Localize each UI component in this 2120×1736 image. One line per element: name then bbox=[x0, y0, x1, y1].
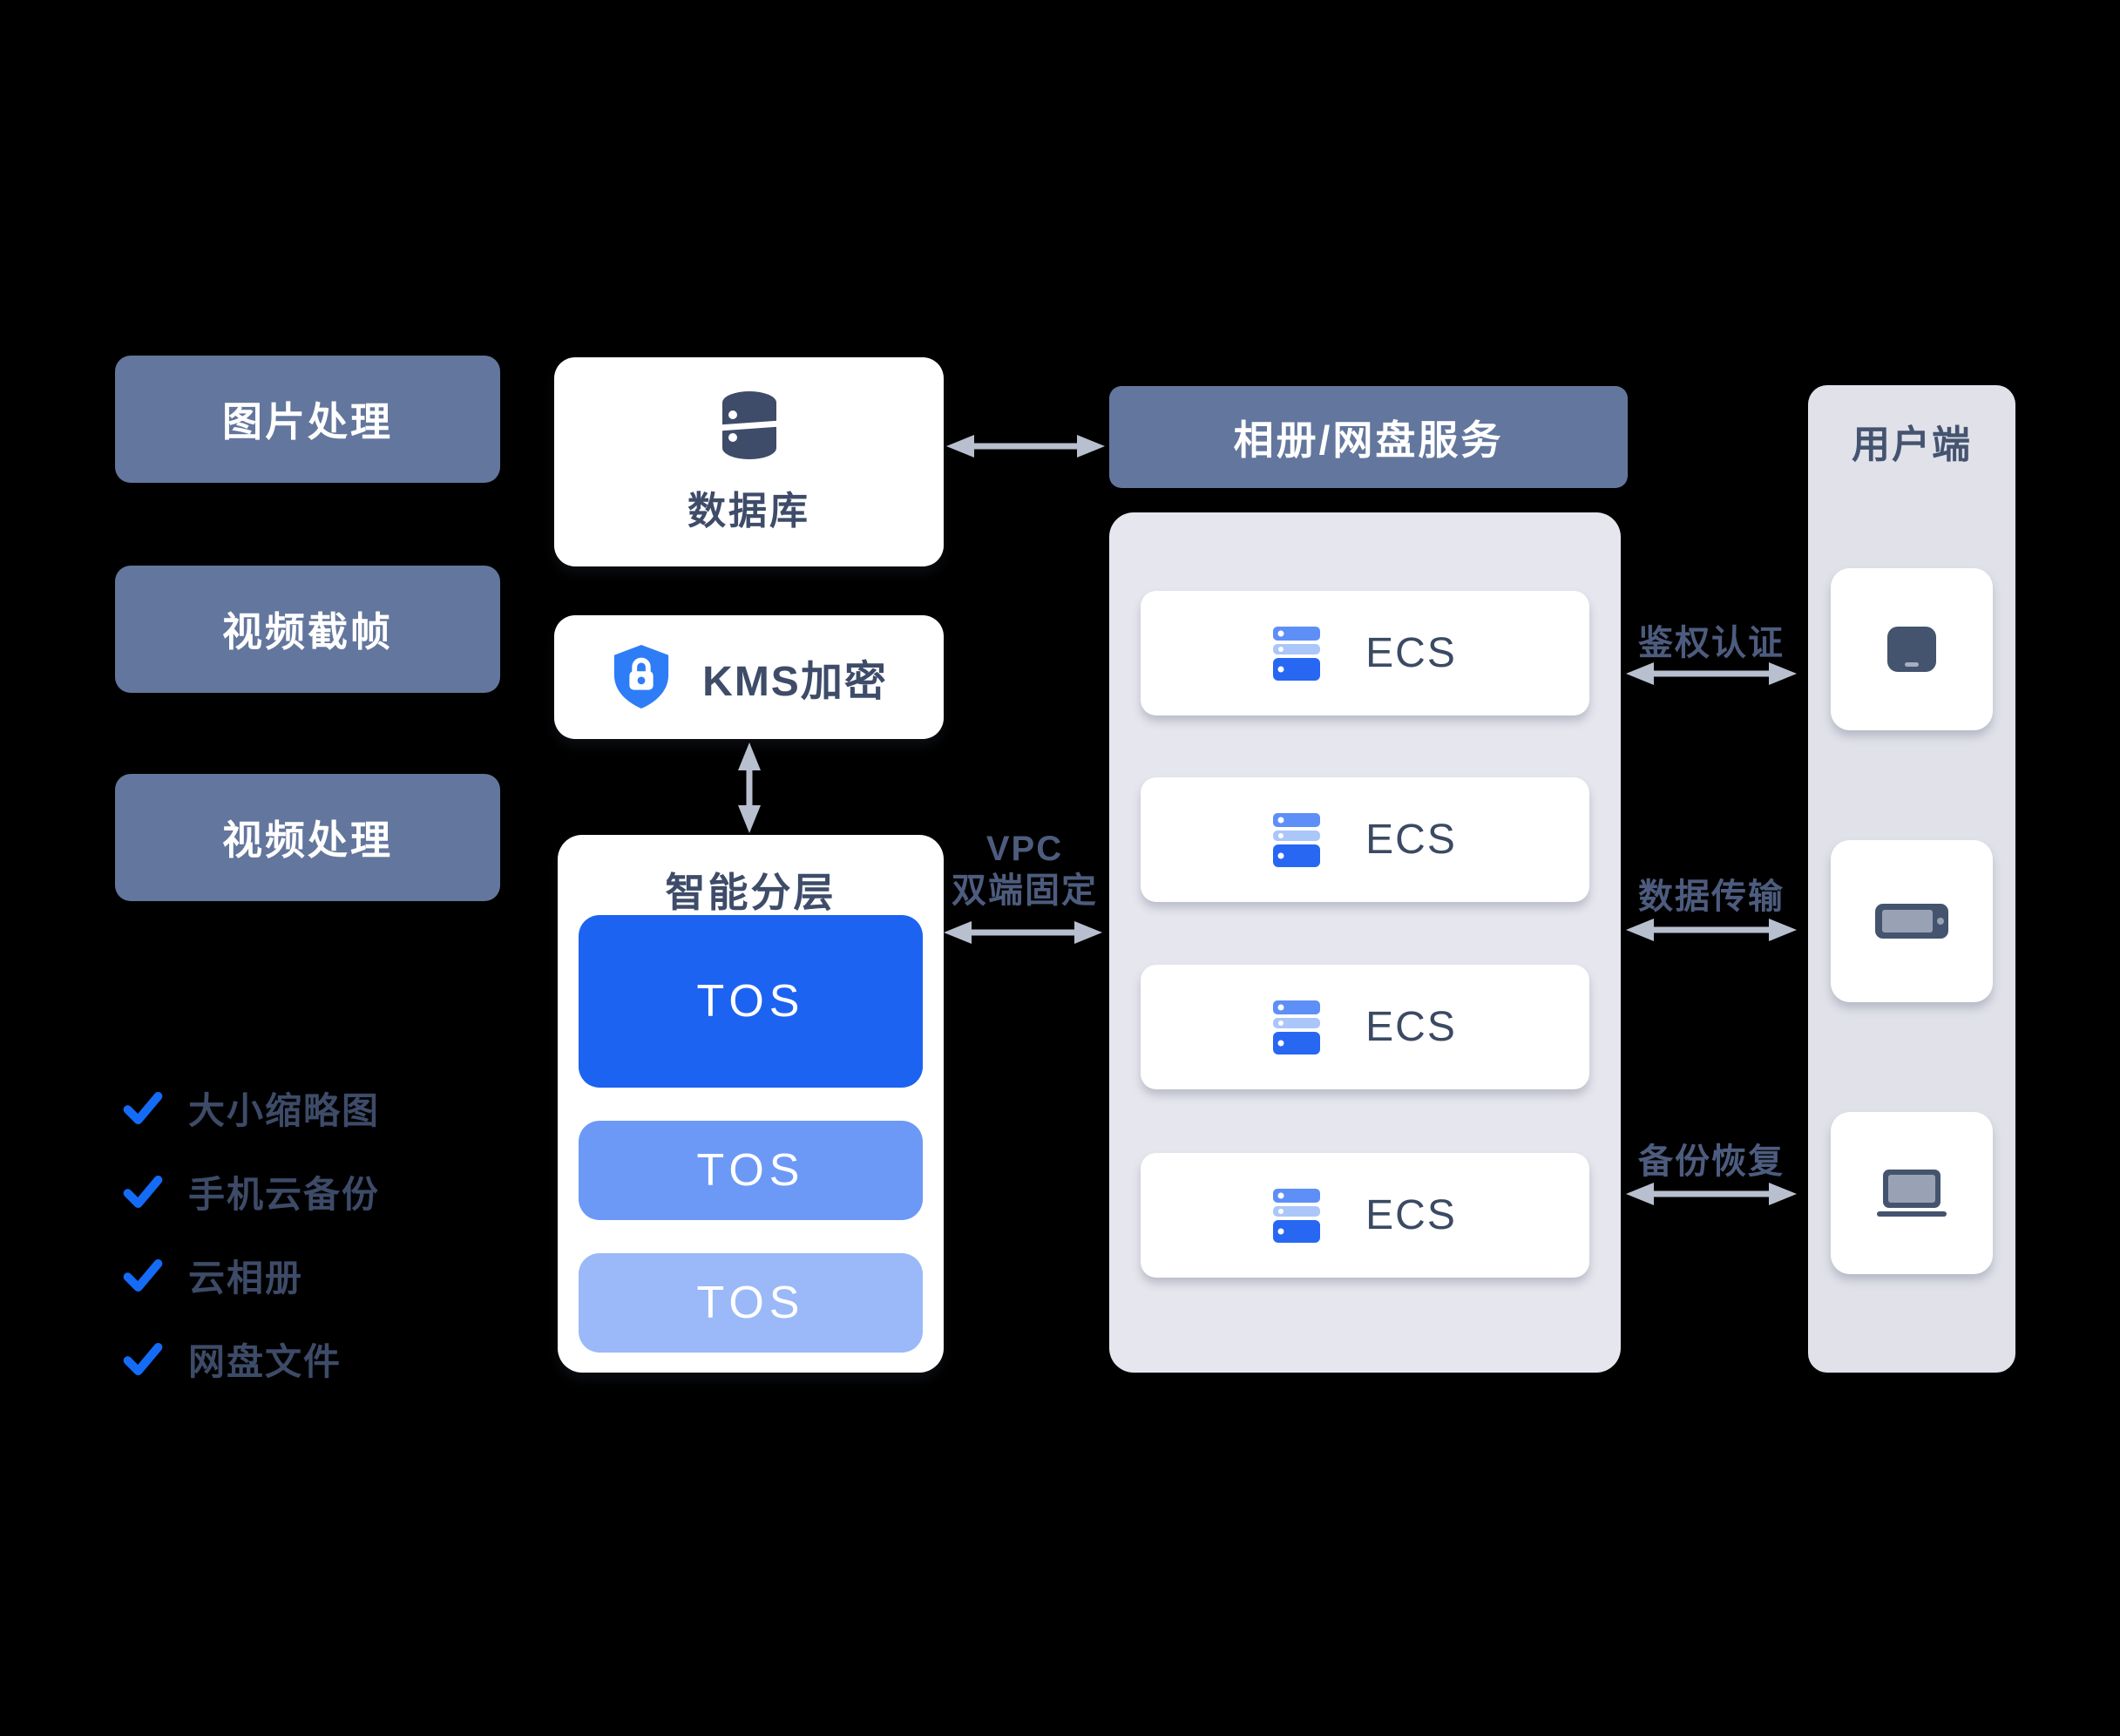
feature-label: 视频截帧 bbox=[222, 609, 393, 654]
device-card-laptop bbox=[1831, 1112, 1993, 1274]
feature-box-video-processing: 视频处理 bbox=[115, 774, 500, 901]
feature-box-video-frame-capture: 视频截帧 bbox=[115, 566, 500, 693]
tos-label: TOS bbox=[696, 976, 805, 1027]
link-label-auth: 鉴权认证 bbox=[1638, 624, 1785, 662]
server-icon bbox=[1273, 812, 1321, 867]
ecs-label: ECS bbox=[1365, 817, 1457, 863]
vpc-label-line2: 双端固定 bbox=[952, 871, 1098, 910]
ecs-label: ECS bbox=[1365, 630, 1457, 676]
arrow-tiering-ecs bbox=[944, 921, 1102, 944]
arrow-ecs-laptop bbox=[1626, 1183, 1797, 1205]
kms-card: KMS加密 bbox=[554, 615, 944, 739]
link-label-data-transfer: 数据传输 bbox=[1638, 878, 1785, 916]
ecs-card-1: ECS bbox=[1141, 591, 1589, 715]
kms-label: KMS加密 bbox=[702, 659, 888, 705]
database-card: 数据库 bbox=[554, 357, 944, 566]
laptop-icon bbox=[1877, 1170, 1947, 1217]
ecs-label: ECS bbox=[1365, 1192, 1457, 1238]
checklist-item-cloud-album: 云相册 bbox=[122, 1251, 303, 1299]
feature-box-image-processing: 图片处理 bbox=[115, 356, 500, 483]
checklist-label: 网盘文件 bbox=[188, 1340, 342, 1382]
checklist-item-thumbnails: 大小缩略图 bbox=[122, 1083, 380, 1132]
checklist-label: 手机云备份 bbox=[188, 1173, 381, 1215]
arrow-database-service bbox=[946, 435, 1105, 458]
link-label-backup-restore: 备份恢复 bbox=[1638, 1143, 1785, 1181]
shield-lock-icon bbox=[614, 645, 669, 709]
ecs-panel: ECS ECS ECS ECS bbox=[1109, 512, 1621, 1373]
service-header-label: 相册/网盘服务 bbox=[1233, 417, 1504, 463]
checklist-item-drive-files: 网盘文件 bbox=[122, 1334, 342, 1383]
service-header: 相册/网盘服务 bbox=[1109, 386, 1628, 488]
arrow-ecs-phone bbox=[1626, 662, 1797, 685]
checklist-label: 云相册 bbox=[188, 1257, 304, 1299]
feature-label: 图片处理 bbox=[222, 399, 393, 444]
server-icon bbox=[1273, 626, 1321, 681]
checklist-item-phone-cloud-backup: 手机云备份 bbox=[122, 1167, 380, 1216]
ecs-card-2: ECS bbox=[1141, 777, 1589, 902]
tiering-title: 智能分层 bbox=[665, 870, 836, 915]
server-icon bbox=[1273, 1000, 1321, 1054]
server-icon bbox=[1273, 1188, 1321, 1243]
arrow-ecs-tablet bbox=[1626, 919, 1797, 941]
vpc-label-line1: VPC bbox=[985, 830, 1064, 868]
database-label: 数据库 bbox=[687, 490, 810, 532]
tos-tier-warm: TOS bbox=[579, 1121, 923, 1220]
check-icon bbox=[123, 1176, 163, 1209]
tos-label: TOS bbox=[696, 1145, 805, 1196]
tablet-icon bbox=[1875, 904, 1948, 939]
client-panel: 用户端 bbox=[1808, 385, 2015, 1373]
feature-label: 视频处理 bbox=[222, 817, 393, 863]
tiering-panel: 智能分层 TOS TOS TOS bbox=[558, 835, 944, 1373]
device-card-tablet bbox=[1831, 840, 1993, 1002]
ecs-card-4: ECS bbox=[1141, 1153, 1589, 1278]
client-title: 用户端 bbox=[1852, 424, 1972, 466]
tos-label: TOS bbox=[696, 1278, 805, 1328]
device-card-phone bbox=[1831, 568, 1993, 730]
checklist-label: 大小缩略图 bbox=[188, 1089, 381, 1131]
vpc-link-label: VPC 双端固定 bbox=[939, 828, 1110, 912]
arrow-kms-tiering bbox=[738, 743, 761, 833]
ecs-card-3: ECS bbox=[1141, 965, 1589, 1089]
ecs-label: ECS bbox=[1365, 1004, 1457, 1050]
check-icon bbox=[123, 1092, 163, 1125]
tos-tier-hot: TOS bbox=[579, 915, 923, 1088]
check-icon bbox=[123, 1343, 163, 1376]
phone-icon bbox=[1887, 627, 1936, 672]
database-icon bbox=[718, 391, 780, 459]
tos-tier-cold: TOS bbox=[579, 1253, 923, 1353]
check-icon bbox=[123, 1259, 163, 1292]
